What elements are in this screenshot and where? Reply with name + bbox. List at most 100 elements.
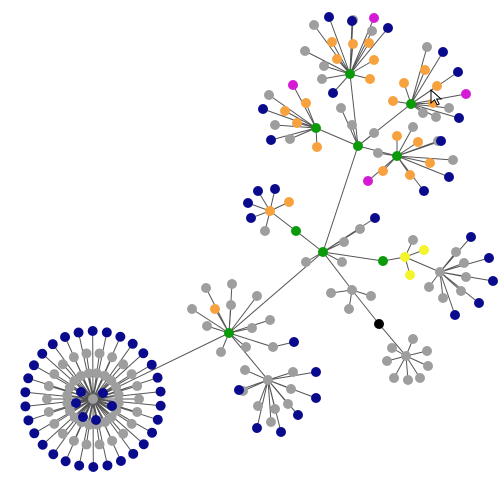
graph-node-green	[291, 226, 301, 236]
graph-node-gray	[43, 406, 54, 417]
graph-node-gray	[107, 352, 118, 363]
graph-node-orange	[369, 55, 379, 65]
graph-node-navy	[91, 415, 101, 425]
graph-node-navy	[146, 359, 157, 370]
graph-node-gray	[301, 257, 311, 267]
graph-node-gray	[418, 108, 428, 118]
graph-node-orange	[420, 65, 430, 75]
graph-node-orange	[365, 74, 375, 84]
graph-node-green	[353, 141, 363, 151]
graph-node-gray	[403, 375, 413, 385]
graph-node-gray	[288, 367, 298, 377]
graph-node-gray	[300, 46, 310, 56]
graph-edge	[78, 398, 94, 466]
graph-node-navy	[102, 460, 113, 471]
graph-node-navy	[419, 186, 429, 196]
graph-edge	[270, 127, 317, 141]
graph-node-gray	[339, 237, 349, 247]
graph-node-navy	[101, 327, 112, 338]
graph-node-gray	[347, 120, 357, 130]
graph-node-orange	[428, 98, 438, 108]
graph-node-navy	[276, 427, 286, 437]
graph-edge	[313, 24, 351, 75]
graph-edge	[349, 73, 359, 147]
graph-edge	[262, 108, 317, 129]
graph-node-green	[318, 247, 328, 257]
graph-node-orange	[280, 106, 290, 116]
graph-node-gray	[265, 315, 275, 325]
graph-edge	[228, 295, 258, 334]
graph-node-navy	[23, 415, 34, 426]
graph-node-gray	[459, 258, 469, 268]
graph-edge	[396, 155, 431, 164]
graph-node-gray	[270, 404, 280, 414]
graph-node-gray	[309, 20, 319, 30]
graph-edge	[396, 126, 414, 157]
graph-node-orange	[292, 118, 302, 128]
graph-node-navy	[73, 327, 84, 338]
graph-node-navy	[438, 47, 448, 57]
graph-node-navy	[450, 310, 460, 320]
graph-node-gray	[64, 405, 75, 416]
graph-edge	[396, 140, 442, 157]
graph-edge	[410, 69, 426, 105]
graph-edge	[34, 398, 94, 434]
graph-node-gray	[423, 361, 433, 371]
graph-node-gray	[266, 417, 276, 427]
graph-node-navy	[115, 455, 126, 466]
graph-node-gray	[132, 381, 143, 392]
graph-node-gray	[240, 365, 250, 375]
graph-node-green	[345, 69, 355, 79]
graph-node-yellow	[400, 252, 410, 262]
graph-node-gray	[270, 120, 280, 130]
graph-node-gray	[49, 369, 60, 380]
graph-node-gray	[202, 321, 212, 331]
graph-node-orange	[388, 96, 398, 106]
graph-node-navy	[138, 348, 149, 359]
graph-node-orange	[210, 304, 220, 314]
graph-node-gray	[451, 247, 461, 257]
graph-node-navy	[454, 113, 464, 123]
graph-edge	[267, 379, 272, 423]
graph-node-gray	[68, 435, 79, 446]
graph-node-navy	[444, 172, 454, 182]
graph-node-navy	[311, 367, 321, 377]
graph-edge	[42, 398, 94, 446]
graph-edge	[439, 271, 456, 316]
graph-edge	[328, 16, 351, 75]
graph-node-gray	[317, 74, 327, 84]
graph-node-navy	[270, 184, 280, 194]
graph-node-orange	[425, 158, 435, 168]
graph-node-gray	[83, 368, 94, 379]
graph-node-navy	[71, 398, 81, 408]
graph-node-navy	[48, 449, 59, 460]
graph-node-navy	[328, 88, 338, 98]
graph-node-gray	[49, 418, 60, 429]
graph-node-gray	[111, 382, 122, 393]
graph-node-gray	[367, 26, 377, 36]
graph-edge	[52, 343, 94, 400]
graph-node-gray	[260, 226, 270, 236]
graph-node-orange	[364, 38, 374, 48]
graph-node-gray	[347, 285, 357, 295]
graph-node-navy	[152, 372, 163, 383]
graph-edge	[378, 323, 407, 357]
graph-edge	[322, 217, 376, 253]
graph-edge	[28, 398, 94, 421]
graph-node-navy	[115, 331, 126, 342]
graph-node-green	[378, 256, 388, 266]
graph-edge	[228, 332, 274, 348]
graph-edge	[322, 145, 359, 253]
graph-edge	[351, 289, 380, 325]
graph-nodes	[20, 12, 498, 472]
graph-node-black	[374, 319, 384, 329]
graph-node-navy	[484, 253, 494, 263]
graph-node-navy	[466, 232, 476, 242]
graph-node-orange	[301, 98, 311, 108]
graph-node-navy	[155, 386, 166, 397]
graph-node-gray	[94, 348, 105, 359]
graph-node-gray	[126, 369, 137, 380]
graph-node-magenta	[369, 13, 379, 23]
graph-node-gray	[252, 291, 262, 301]
graph-node-gray	[227, 279, 237, 289]
